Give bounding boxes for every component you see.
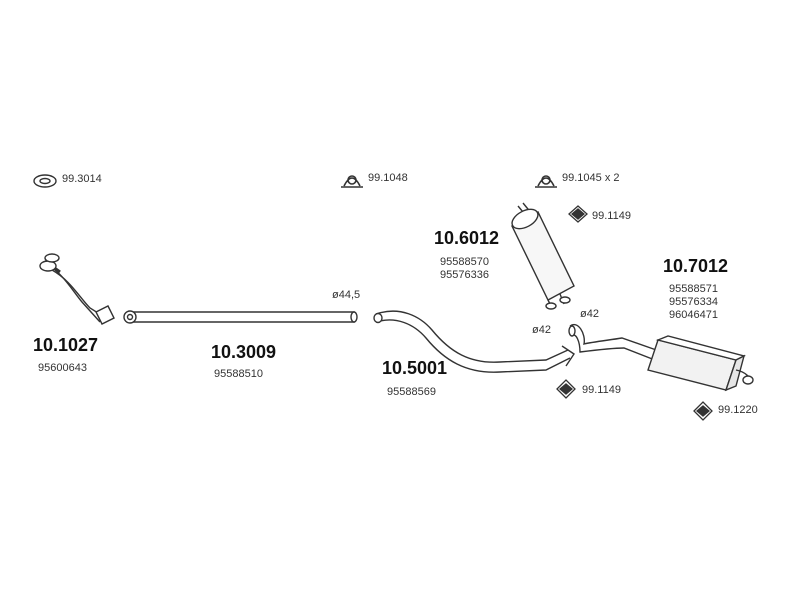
oe-number: 95588571 bbox=[669, 283, 718, 295]
oe-number: 95576336 bbox=[440, 269, 489, 281]
rubber-mount-part-number: 99.1220 bbox=[718, 404, 758, 416]
oe-number: 95588569 bbox=[387, 386, 436, 398]
rubber-mount-part-number: 99.1149 bbox=[582, 384, 621, 396]
middle-pipe-illustration bbox=[123, 310, 358, 324]
oe-number: 95576334 bbox=[669, 296, 718, 308]
gasket-icon bbox=[33, 174, 57, 188]
oe-number-list: 95600643 bbox=[38, 362, 87, 375]
rear-silencer-illustration bbox=[568, 323, 754, 392]
oe-number: 95588510 bbox=[214, 368, 263, 380]
part-number: 10.6012 bbox=[434, 228, 500, 248]
clamp-part-number: 99.1045 x 2 bbox=[562, 172, 620, 184]
gasket-part-number: 99.3014 bbox=[62, 173, 102, 185]
diameter-label: ø44,5 bbox=[332, 289, 361, 301]
oe-number: 95600643 bbox=[38, 362, 87, 374]
oe-number-list: 95588570 95576336 bbox=[440, 256, 489, 282]
oe-number-list: 95588571 95576334 96046471 bbox=[669, 283, 718, 322]
rubber-mount-icon bbox=[568, 205, 588, 223]
connecting-pipe-illustration bbox=[373, 310, 575, 373]
rubber-mount-icon bbox=[693, 401, 713, 421]
rubber-mount-part-number: 99.1149 bbox=[592, 210, 631, 222]
oe-number: 96046471 bbox=[669, 309, 718, 321]
middle-silencer-illustration bbox=[511, 202, 575, 310]
front-pipe-illustration bbox=[39, 253, 115, 325]
diameter-label: ø42 bbox=[580, 308, 599, 320]
part-number: 10.1027 bbox=[33, 335, 99, 355]
clamp-part-number: 99.1048 bbox=[368, 172, 408, 184]
part-number: 10.3009 bbox=[211, 342, 277, 362]
clamp-icon bbox=[535, 175, 557, 188]
oe-number-list: 95588510 bbox=[214, 368, 263, 381]
diameter-label: ø42 bbox=[532, 324, 551, 336]
oe-number: 95588570 bbox=[440, 256, 489, 268]
clamp-icon bbox=[341, 175, 363, 188]
oe-number-list: 95588569 bbox=[387, 386, 436, 399]
part-number: 10.7012 bbox=[663, 256, 729, 276]
part-number: 10.5001 bbox=[382, 358, 448, 378]
rubber-mount-icon bbox=[556, 379, 576, 399]
